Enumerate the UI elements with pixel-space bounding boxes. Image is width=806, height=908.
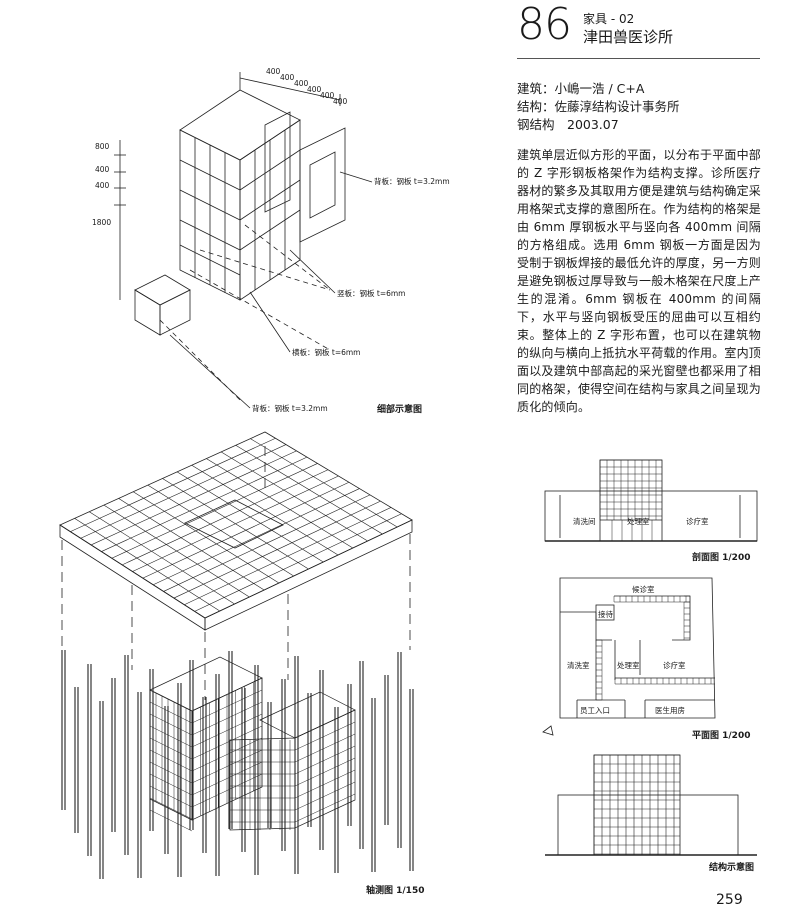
detail-drawing	[114, 72, 373, 409]
plan-room-treatment: 处理室	[617, 661, 640, 670]
plan-drawing	[542, 577, 716, 736]
callout-back-bottom: 背板：钢板 t=3.2mm	[252, 404, 328, 413]
dim-left-3: 400	[95, 181, 110, 190]
plan-room-waiting: 候诊室	[632, 585, 655, 594]
category-label: 家具 - 02	[583, 12, 635, 26]
page-number: 259	[716, 892, 743, 908]
entry-number: 86	[517, 0, 572, 50]
axon-drawing	[59, 431, 413, 631]
plan-room-staff-entry: 员工入口	[580, 706, 610, 715]
roof-grid	[70, 438, 402, 612]
project-title: 津田兽医诊所	[583, 28, 674, 46]
section-room-2: 处理室	[627, 517, 650, 526]
dim-left-4: 1800	[92, 218, 112, 227]
dim-left-1: 800	[95, 142, 110, 151]
dim-top-4: 400	[307, 85, 322, 94]
plan-room-doctor: 医生用房	[655, 706, 685, 715]
plan-caption: 平面图 1/200	[692, 731, 751, 741]
section-room-1: 清洗间	[573, 517, 596, 526]
plan-room-washing: 清洗室	[567, 661, 590, 670]
header-rule	[517, 58, 760, 59]
credit-architect: 建筑：小嶋一浩 / C+A	[517, 81, 645, 96]
plan-room-consult: 诊疗室	[663, 661, 686, 670]
credit-structure: 结构：佐藤淳结构设计事务所	[517, 99, 680, 114]
dim-top-3: 400	[294, 79, 309, 88]
axon-caption: 轴测图 1/150	[366, 886, 425, 896]
dim-top-1: 400	[266, 67, 281, 76]
callout-vertical: 竖板：钢板 t=6mm	[337, 289, 406, 298]
plan-room-reception: 接待	[598, 610, 613, 619]
structure-drawing	[545, 754, 757, 856]
body-paragraph: 建筑单层近似方形的平面，以分布于平面中部的 Z 字形钢板格架作为结构支撑。诊所医…	[517, 148, 762, 414]
dim-top-5: 400	[320, 91, 335, 100]
detail-caption: 细部示意图	[377, 405, 423, 415]
dim-top-2: 400	[280, 73, 295, 82]
callout-back-top: 背板：钢板 t=3.2mm	[374, 177, 450, 186]
section-drawing	[544, 459, 758, 542]
section-caption: 剖面图 1/200	[692, 553, 751, 563]
structure-caption: 结构示意图	[709, 863, 755, 873]
section-room-3: 诊疗室	[686, 517, 709, 526]
credit-year: 钢结构 2003.07	[517, 117, 619, 132]
dim-top-6: 400	[333, 97, 348, 106]
callout-horizontal: 横板：钢板 t=6mm	[292, 348, 361, 357]
dim-left-2: 400	[95, 165, 110, 174]
